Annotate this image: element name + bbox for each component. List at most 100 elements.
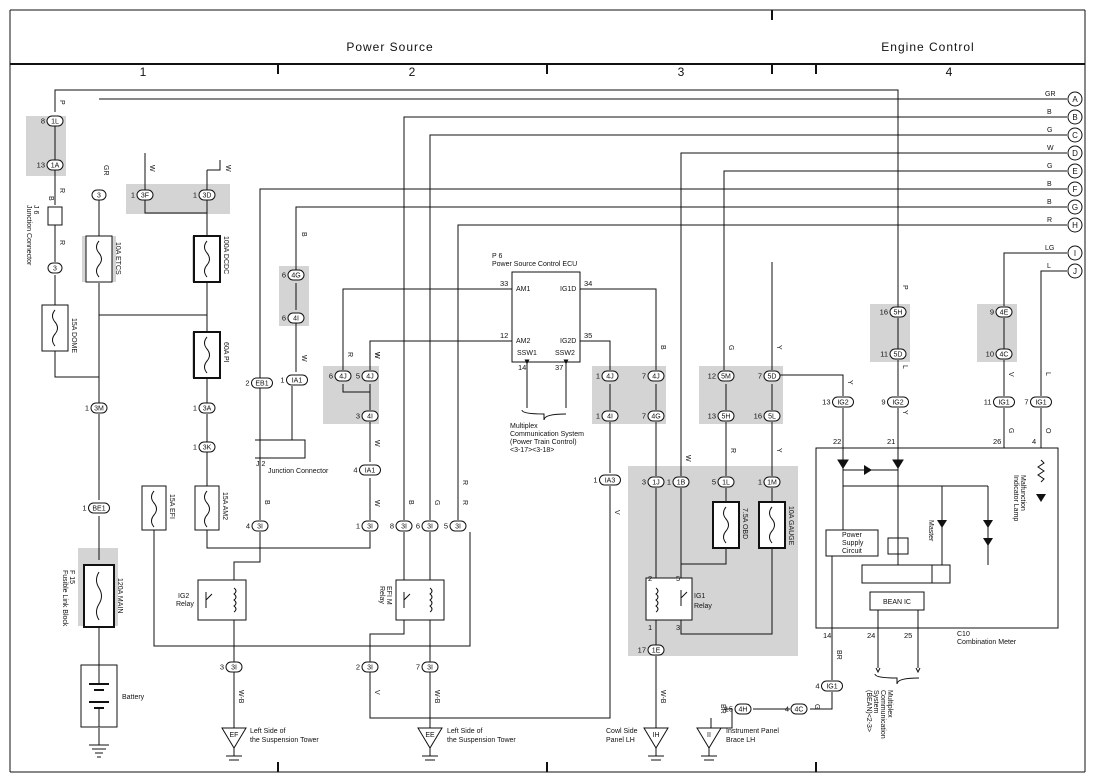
svg-text:Combination Meter: Combination Meter	[957, 639, 1017, 646]
connector-code: 1A	[51, 163, 60, 170]
wire-color-label: L	[901, 365, 908, 369]
connector-code: 4C	[1000, 352, 1009, 359]
connector-code: 1M	[767, 480, 777, 487]
fuse-7.5a-obd	[712, 501, 740, 549]
connector-code: 4G	[291, 273, 300, 280]
svg-text:GR: GR	[1045, 91, 1056, 98]
ig2-relay: IG2 Relay	[176, 579, 247, 621]
svg-text:E: E	[1072, 167, 1077, 176]
fuse-15a-efi	[141, 485, 167, 531]
connector-code: 4H	[739, 707, 748, 714]
bus-terminals: AGR BB CG DW EG FB GB HR ILG JL	[1045, 91, 1083, 279]
connector-code: IA1	[365, 468, 376, 475]
fuse-15a-am2	[194, 485, 220, 531]
fuse-label: 120A MAIN	[116, 578, 123, 613]
connector-pin: 11	[984, 398, 992, 407]
fuse-60a-pi	[193, 331, 221, 379]
connector-code: 1L	[722, 480, 730, 487]
svg-text:5: 5	[676, 574, 680, 583]
connector-pin: 2	[356, 663, 360, 672]
connector-code: IG1	[826, 684, 837, 691]
svg-text:25: 25	[904, 631, 912, 640]
svg-text:J: J	[1073, 267, 1077, 276]
svg-text:37: 37	[555, 363, 563, 372]
svg-text:Fusible Link Block: Fusible Link Block	[61, 570, 68, 627]
wire-color-label: W	[373, 500, 380, 507]
bus-I: ILG	[1045, 245, 1083, 261]
connector-code: 4G	[651, 414, 660, 421]
connector-code: 5D	[894, 352, 903, 359]
connector-pin: 5	[444, 522, 448, 531]
connector-code: EB1	[255, 381, 268, 388]
svg-text:EFI M: EFI M	[385, 586, 392, 605]
connector-pin: 6	[329, 372, 333, 381]
connector-tag: 4E9	[990, 306, 1013, 318]
connector-code: 1L	[51, 119, 59, 126]
connector-tag: 3A1	[193, 402, 216, 414]
connector-code: 3F	[141, 193, 149, 200]
connector-pin: 7	[416, 663, 420, 672]
connector-tag: 4I6	[282, 312, 305, 324]
wire-color-label: R	[729, 448, 736, 453]
connector-tag: 4C 10	[986, 348, 1013, 360]
svg-text:SSW2: SSW2	[555, 350, 575, 357]
connector-code: 3K	[203, 445, 212, 452]
wire-color-label: W	[224, 165, 231, 172]
svg-text:AM2: AM2	[516, 338, 531, 345]
svg-text:22: 22	[833, 437, 841, 446]
svg-text:AM1: AM1	[516, 286, 531, 293]
svg-text:1: 1	[648, 623, 652, 632]
svg-text:2: 2	[648, 574, 652, 583]
connector-code: 1J	[652, 480, 659, 487]
connector-code: 3I	[427, 665, 433, 672]
connector-code: 3I	[231, 665, 237, 672]
fuse-label: 10A ETCS	[114, 242, 121, 275]
connector-tag: 3I 7	[416, 661, 439, 673]
svg-text:Relay: Relay	[378, 586, 385, 604]
fuse-label: 100A DCDC	[222, 236, 229, 274]
wire-color-label: R	[58, 188, 65, 193]
wire-color-label: R	[461, 500, 468, 505]
svg-text:EF: EF	[230, 732, 239, 739]
connector-code: 3	[97, 193, 101, 200]
connector-pin: 1	[82, 504, 86, 513]
connector-pin: 1	[280, 376, 284, 385]
connector-pin: 2	[245, 379, 249, 388]
ground-ih: IH Cowl Side Panel LH	[606, 727, 669, 761]
wire-color-label: Y	[901, 410, 908, 415]
svg-text:Master: Master	[927, 520, 934, 542]
wire-color-label: V	[1007, 372, 1014, 377]
wire-color-label: L	[1044, 372, 1051, 376]
svg-text:IG2: IG2	[178, 593, 189, 600]
svg-text:3: 3	[676, 623, 680, 632]
connector-tag: 3I8	[390, 520, 413, 532]
connector-tag: 3I4	[246, 520, 269, 532]
svg-text:W: W	[1047, 145, 1054, 152]
fuse-label: 15A AM2	[221, 492, 228, 520]
connector-code: 1E	[652, 648, 661, 655]
wire-color-label: V	[373, 690, 380, 695]
fuse-label: 15A DOME	[70, 318, 77, 353]
section-engine-control: Engine Control	[881, 40, 974, 54]
connector-pin: 1	[131, 191, 135, 200]
svg-text:34: 34	[584, 279, 592, 288]
svg-text:12: 12	[500, 331, 508, 340]
svg-text:Panel LH: Panel LH	[606, 737, 635, 744]
connector-pin: 10	[986, 350, 994, 359]
connector-code: 4J	[366, 374, 373, 381]
connector-pin: 15	[725, 705, 733, 714]
svg-text:H: H	[1072, 221, 1078, 230]
svg-text:G: G	[1047, 163, 1052, 170]
svg-text:J 2: J 2	[256, 461, 265, 468]
fuse-100a-dcdc	[193, 235, 221, 283]
fuse-120a-main	[83, 564, 115, 628]
section-power-source: Power Source	[346, 40, 433, 54]
svg-text:System: System	[872, 690, 879, 714]
wire-color-label: W	[373, 440, 380, 447]
wire-color-label: W	[373, 352, 380, 359]
svg-text:IG2D: IG2D	[560, 338, 576, 345]
